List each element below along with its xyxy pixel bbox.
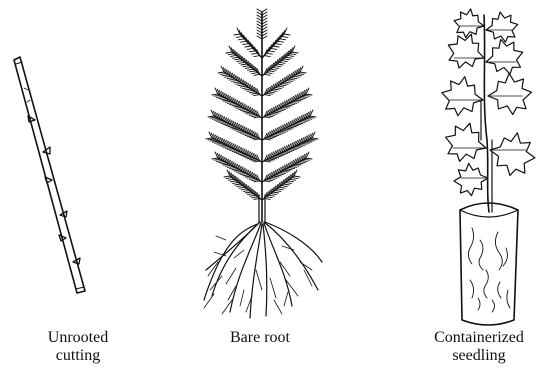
caption-unrooted-cutting-line1: Unrooted <box>3 329 153 347</box>
bare-root-seedling-illustration <box>204 9 322 318</box>
caption-unrooted-cutting-line2: cutting <box>3 347 153 365</box>
containerized-seedling-illustration <box>442 9 535 325</box>
caption-bare-root: Bare root <box>185 329 335 347</box>
caption-containerized-seedling-line2: seedling <box>404 347 545 365</box>
caption-bare-root-line1: Bare root <box>185 329 335 347</box>
unrooted-cutting-illustration <box>14 57 85 293</box>
caption-containerized-seedling: Containerized seedling <box>404 329 545 365</box>
caption-unrooted-cutting: Unrooted cutting <box>3 329 153 365</box>
caption-containerized-seedling-line1: Containerized <box>404 329 545 347</box>
